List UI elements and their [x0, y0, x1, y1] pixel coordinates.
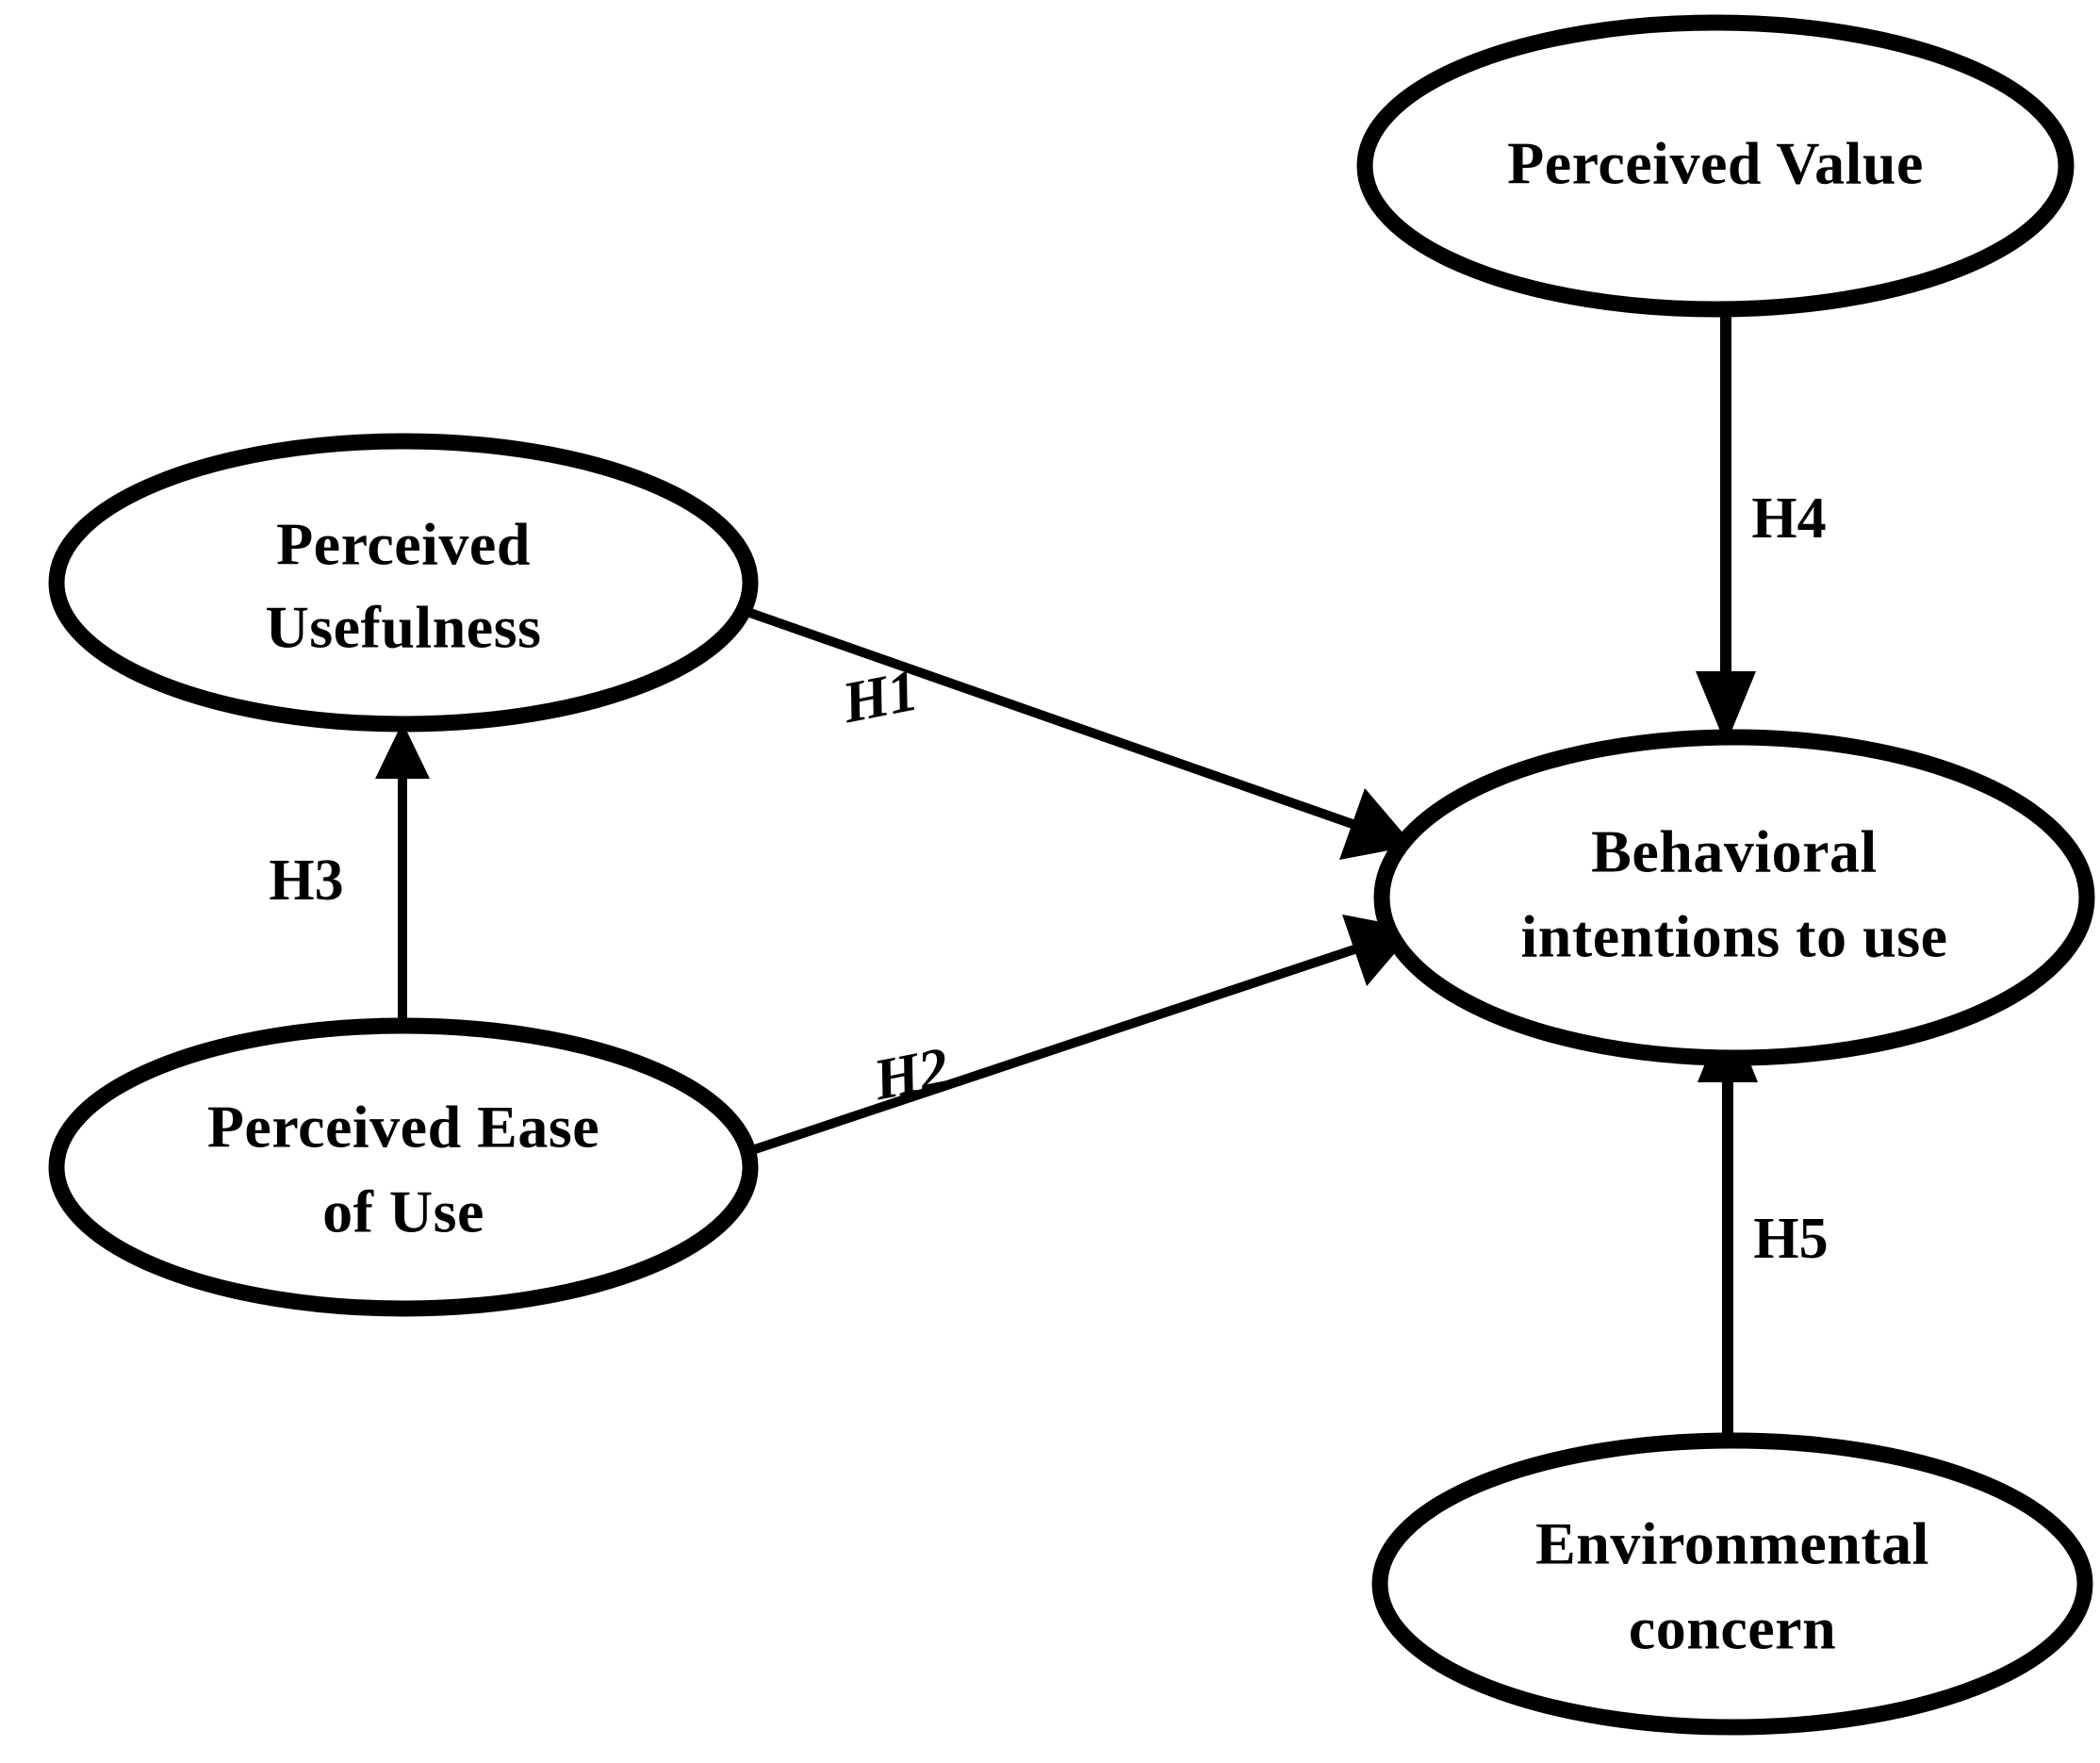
node-perceived-usefulness-label-line1: Perceived	[276, 511, 531, 578]
node-environmental-concern-label-line2: concern	[1629, 1595, 1836, 1662]
node-environmental-concern[interactable]: Environmental concern	[1371, 1432, 2093, 1736]
edge-label-h5: H5	[1753, 1207, 1828, 1271]
edge-h3[interactable]	[375, 722, 430, 1030]
node-perceived-usefulness[interactable]: Perceived Usefulness	[48, 433, 759, 733]
node-perceived-ease-of-use[interactable]: Perceived Ease of Use	[48, 1017, 759, 1317]
node-perceived-value-label-line1: Perceived Value	[1507, 130, 1924, 197]
node-environmental-concern-label-line1: Environmental	[1535, 1510, 1929, 1577]
node-behavioral-intentions-label-line1: Behavioral	[1591, 818, 1878, 885]
edge-h3-arrowhead	[375, 722, 430, 779]
node-behavioral-intentions[interactable]: Behavioral intentions to use	[1373, 729, 2095, 1066]
node-perceived-usefulness-shape	[48, 433, 759, 733]
edge-h2[interactable]	[745, 914, 1416, 1157]
edge-label-h4: H4	[1751, 486, 1826, 551]
edge-label-h3: H3	[269, 849, 343, 913]
edge-h4[interactable]	[1696, 302, 1756, 745]
node-perceived-value-shape	[1356, 14, 2075, 318]
node-perceived-value[interactable]: Perceived Value	[1356, 14, 2075, 318]
edge-h2-line	[745, 940, 1370, 1157]
node-perceived-ease-of-use-label-line1: Perceived Ease	[207, 1094, 599, 1161]
edge-h4-arrowhead	[1696, 671, 1756, 745]
edge-h5[interactable]	[1698, 1007, 1758, 1444]
node-perceived-usefulness-label-line2: Usefulness	[265, 594, 541, 661]
node-environmental-concern-shape	[1371, 1432, 2093, 1736]
node-perceived-ease-of-use-shape	[48, 1017, 759, 1317]
edge-label-h1: H1	[837, 658, 924, 735]
edge-label-h2: H2	[868, 1035, 955, 1112]
edge-h1[interactable]	[743, 606, 1414, 860]
node-behavioral-intentions-label-line2: intentions to use	[1521, 903, 1948, 970]
node-perceived-ease-of-use-label-line2: of Use	[322, 1178, 484, 1245]
edge-h1-line	[743, 606, 1370, 834]
node-behavioral-intentions-shape	[1373, 729, 2095, 1066]
